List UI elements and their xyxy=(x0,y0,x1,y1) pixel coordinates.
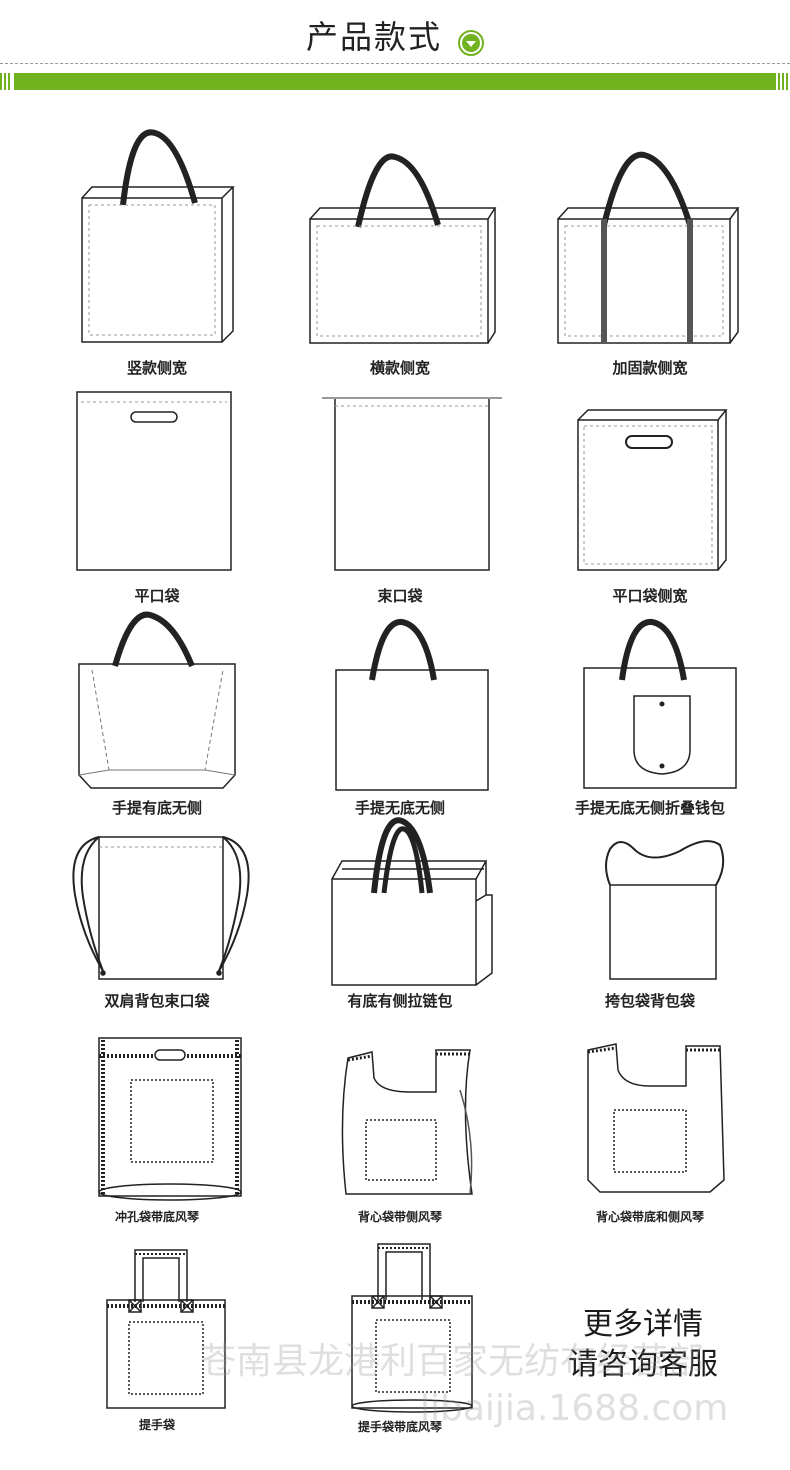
style-label: 手提有底无侧 xyxy=(111,799,202,817)
style-label: 竖款侧宽 xyxy=(126,359,187,377)
style-label: 横款侧宽 xyxy=(369,359,430,377)
bag-illustration-horizontal-gusset xyxy=(309,153,497,344)
bag-illustration-zipper-bag xyxy=(331,817,493,986)
bag-illustration-vertical-gusset xyxy=(81,129,235,343)
page-header: 产品款式 xyxy=(0,0,790,95)
style-label: 冲孔袋带底风琴 xyxy=(114,1210,199,1224)
bag-illustration-drawstring-bag xyxy=(322,397,502,571)
style-label: 加固款侧宽 xyxy=(612,359,688,377)
chevron-down-circle-icon xyxy=(458,30,484,56)
style-item-backpack-drawstring: 双肩背包束口袋 xyxy=(37,825,277,1055)
style-item-handle-bag-bottom-gusset: 提手袋带底风琴 xyxy=(280,1240,520,1470)
bag-illustration-handle-bag xyxy=(106,1249,226,1409)
bag-illustration-vest-side-gusset xyxy=(341,1049,473,1195)
style-label: 平口袋侧宽 xyxy=(612,587,688,605)
bag-illustration-handle-no-bottom-no-side xyxy=(335,619,489,791)
style-label: 平口袋 xyxy=(134,587,180,605)
style-item-flat-bag: 平口袋 xyxy=(37,390,277,620)
style-label: 背心袋带侧风琴 xyxy=(357,1210,442,1224)
style-item-foldable-wallet: 手提无底无侧折叠钱包 xyxy=(530,610,770,840)
style-item-reinforced-gusset: 加固款侧宽 xyxy=(530,125,770,377)
style-item-zipper-bag: 有底有侧拉链包 xyxy=(280,817,520,1055)
bag-illustration-handle-bottom-no-side xyxy=(78,611,236,789)
style-item-flat-bag-gusset: 平口袋侧宽 xyxy=(530,390,770,620)
page-title: 产品款式 xyxy=(306,18,443,56)
green-divider-bar xyxy=(14,73,776,90)
more-info-line-2: 请咨询客服 xyxy=(568,1347,718,1382)
style-item-handle-bottom-no-side: 手提有底无侧 xyxy=(37,610,277,840)
more-info-text: 更多详情 请咨询客服 xyxy=(548,1305,738,1385)
style-label: 手提无底无侧 xyxy=(354,799,445,817)
bag-illustration-flat-bag xyxy=(76,391,232,571)
style-label: 束口袋 xyxy=(377,587,423,605)
style-label: 背心袋带底和侧风琴 xyxy=(595,1210,704,1224)
style-item-vertical-gusset: 竖款侧宽 xyxy=(37,125,277,377)
style-label: 提手袋 xyxy=(138,1418,175,1432)
bag-illustration-backpack-drawstring xyxy=(72,836,250,980)
style-item-horizontal-gusset: 横款侧宽 xyxy=(280,125,520,377)
more-info-line-1: 更多详情 xyxy=(583,1307,703,1342)
bag-illustration-foldable-wallet xyxy=(583,619,737,789)
style-item-vest-bottom-side-gusset: 背心袋带底和侧风琴 xyxy=(530,1030,770,1260)
bag-illustration-shoulder-bag xyxy=(605,840,725,980)
style-item-handle-bag: 提手袋 xyxy=(37,1240,277,1470)
bag-illustration-die-cut-bottom-gusset xyxy=(98,1037,242,1201)
style-item-handle-no-bottom-no-side: 手提无底无侧 xyxy=(280,610,520,840)
bag-illustration-reinforced-gusset xyxy=(557,151,740,344)
green-bar-left-stripes xyxy=(0,73,12,90)
style-item-vest-side-gusset: 背心袋带侧风琴 xyxy=(280,1030,520,1260)
style-label: 挎包袋背包袋 xyxy=(604,992,695,1010)
green-bar-right-stripes xyxy=(778,73,790,90)
style-label: 有底有侧拉链包 xyxy=(347,992,453,1010)
style-item-die-cut-bottom-gusset: 冲孔袋带底风琴 xyxy=(37,1030,277,1260)
dotted-divider xyxy=(0,63,790,64)
style-label: 提手袋带底风琴 xyxy=(357,1420,442,1434)
style-item-drawstring-bag: 束口袋 xyxy=(280,390,520,620)
bag-illustration-vest-bottom-side-gusset xyxy=(587,1043,725,1193)
style-label: 双肩背包束口袋 xyxy=(104,992,210,1010)
style-label: 手提无底无侧折叠钱包 xyxy=(574,799,725,817)
bag-illustration-flat-bag-gusset xyxy=(577,409,728,571)
style-item-shoulder-bag: 挎包袋背包袋 xyxy=(530,825,770,1055)
bag-illustration-handle-bag-bottom-gusset xyxy=(351,1243,473,1413)
